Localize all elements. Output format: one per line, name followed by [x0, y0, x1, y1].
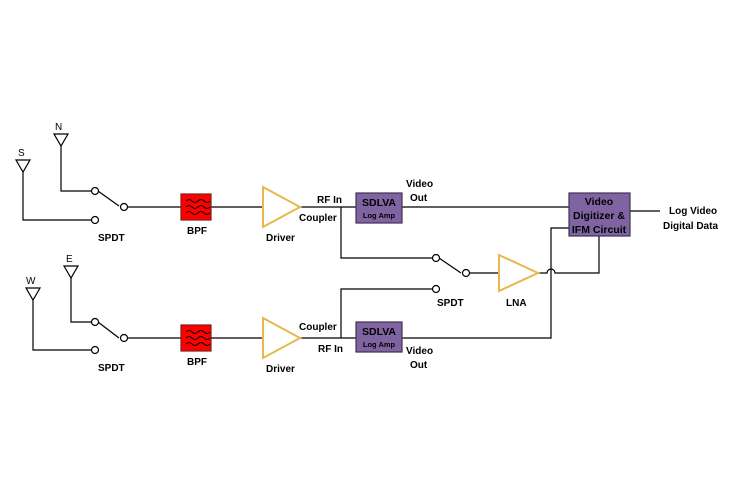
wires: [22, 146, 660, 351]
video-digitizer-ifm: Video Digitizer & IFM Circuit: [568, 192, 631, 237]
output-label: Log Video Digital Data: [663, 206, 718, 232]
svg-text:Digital Data: Digital Data: [663, 221, 718, 232]
bpf-top-label: BPF: [187, 226, 207, 237]
bpf-bottom-label: BPF: [187, 357, 207, 368]
svg-text:Video: Video: [406, 346, 433, 357]
svg-text:Video: Video: [585, 196, 613, 208]
svg-text:IFM Circuit: IFM Circuit: [572, 224, 627, 236]
sdlva-top: SDLVA Log Amp: [355, 192, 403, 224]
bpf-bottom: BPF: [180, 324, 212, 368]
video-out-bottom-label: Video Out: [406, 346, 433, 371]
svg-text:Video: Video: [406, 179, 433, 190]
lna-amplifier: LNA: [498, 253, 541, 309]
spdt-bottom-label: SPDT: [98, 363, 125, 374]
sdlva-bottom-subtitle: Log Amp: [363, 340, 396, 349]
sdlva-bottom: SDLVA Log Amp: [355, 321, 403, 353]
antenna-e-label: E: [66, 254, 73, 265]
spdt-top-label: SPDT: [98, 233, 125, 244]
driver-amplifier-top: Driver: [262, 185, 303, 244]
bpf-top: BPF: [180, 193, 212, 237]
antenna-n: N: [52, 122, 70, 148]
driver-amplifier-bottom: Driver: [262, 316, 303, 375]
antenna-w: W: [24, 276, 42, 302]
sdlva-top-subtitle: Log Amp: [363, 211, 396, 220]
spdt-lna-label: SPDT: [437, 298, 464, 309]
lna-label: LNA: [506, 298, 527, 309]
driver-bottom-label: Driver: [266, 364, 295, 375]
driver-top-label: Driver: [266, 233, 295, 244]
rf-in-top-label: RF In: [317, 195, 342, 206]
sdlva-bottom-title: SDLVA: [362, 326, 396, 338]
antenna-w-label: W: [26, 276, 36, 287]
antenna-e: E: [62, 254, 80, 280]
coupler-top-label: Coupler: [299, 213, 337, 224]
svg-text:Digitizer &: Digitizer &: [573, 210, 625, 222]
spdt-switch-bottom: SPDT: [90, 317, 129, 374]
video-out-top-label: Video Out: [406, 179, 433, 204]
antenna-n-label: N: [55, 122, 62, 133]
svg-text:Log Video: Log Video: [669, 206, 717, 217]
antenna-s: S: [14, 148, 32, 174]
sdlva-top-title: SDLVA: [362, 197, 396, 209]
antenna-s-label: S: [18, 148, 25, 159]
rf-in-bottom-label: RF In: [318, 344, 343, 355]
spdt-switch-lna: SPDT: [431, 253, 471, 309]
svg-text:Out: Out: [410, 360, 428, 371]
svg-text:Out: Out: [410, 193, 428, 204]
coupler-bottom-label: Coupler: [299, 322, 337, 333]
spdt-switch-top: SPDT: [90, 186, 129, 244]
